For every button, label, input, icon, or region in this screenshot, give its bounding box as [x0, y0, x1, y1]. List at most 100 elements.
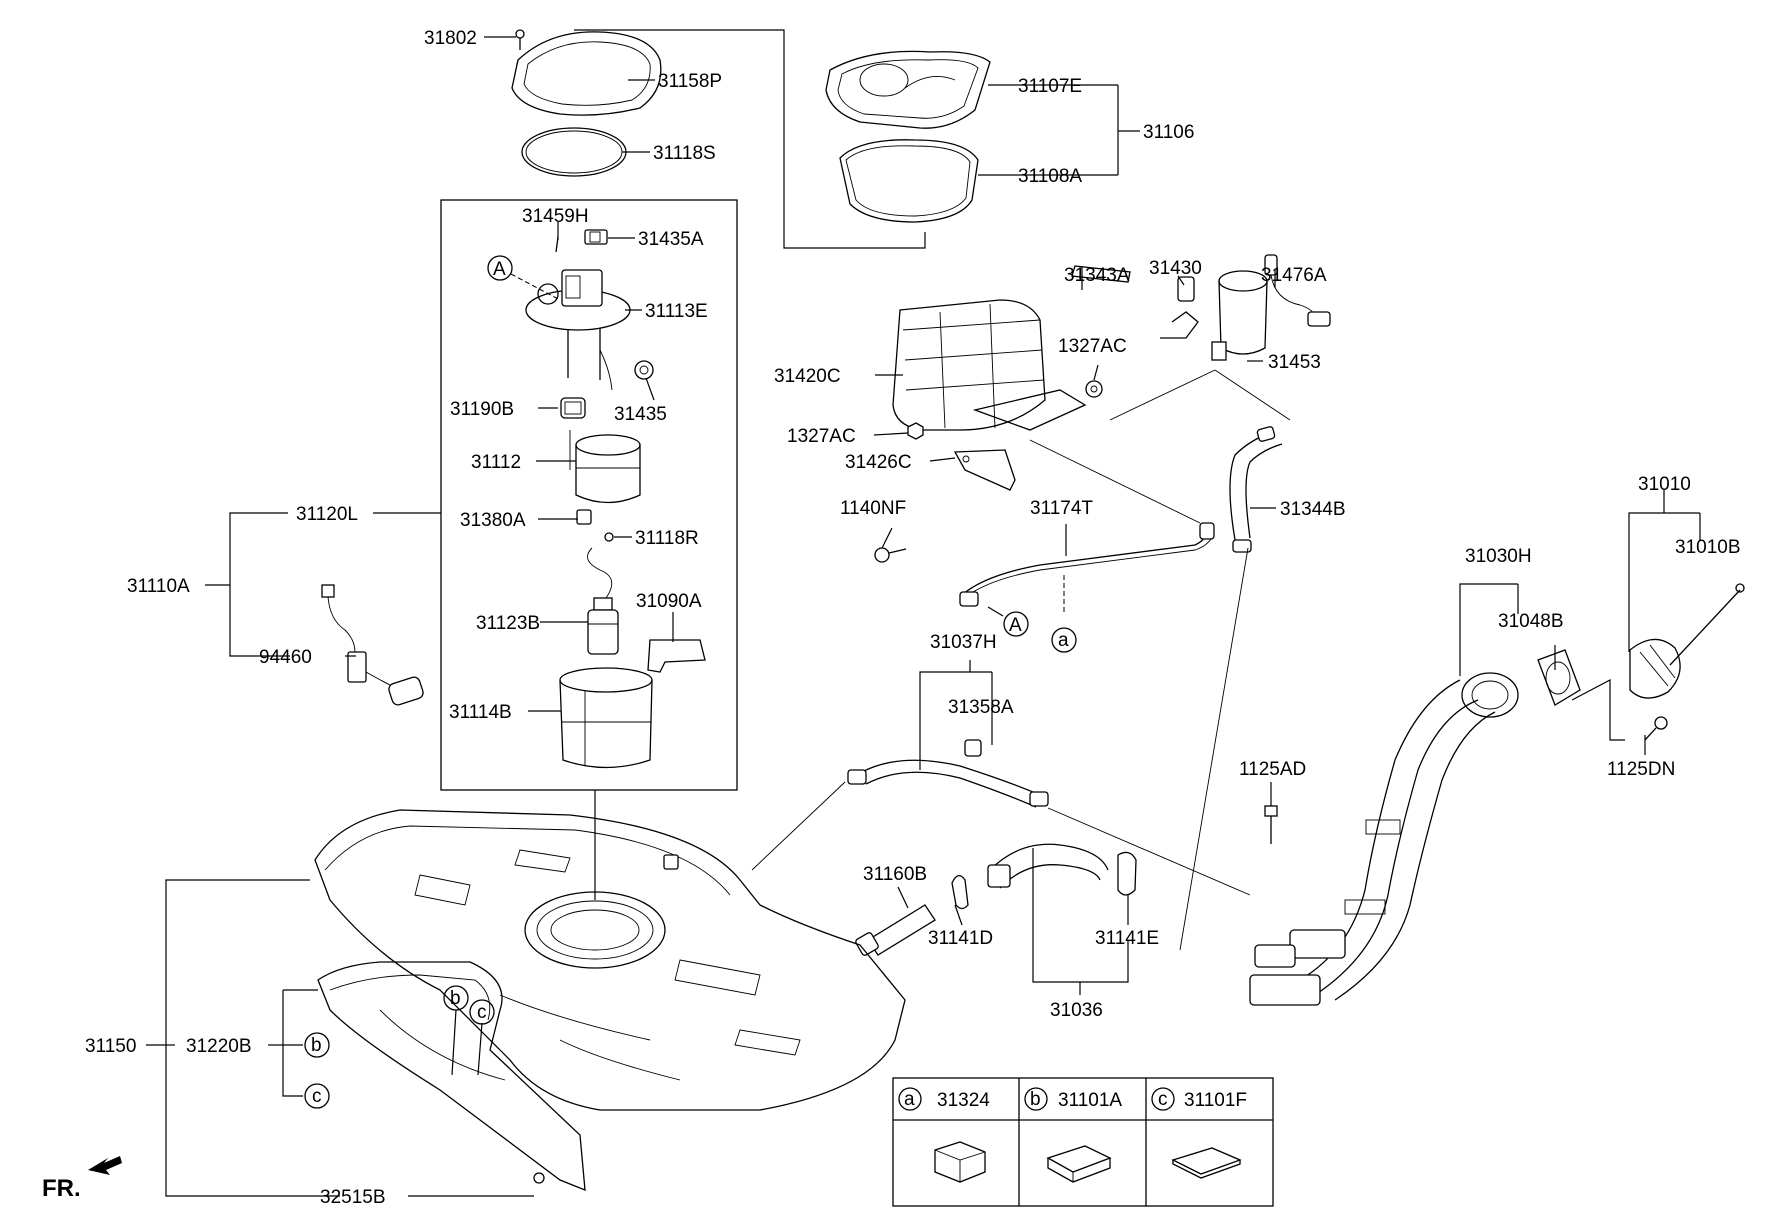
guide-line-hose-neck [1047, 807, 1251, 896]
part-hose-31160B [855, 904, 936, 956]
label-94460: 94460 [259, 647, 312, 668]
callout-c-side: c [312, 1086, 322, 1107]
part-hose-31036 [987, 843, 1109, 889]
part-valve-31430 [1160, 276, 1199, 339]
label-31010: 31010 [1638, 474, 1691, 495]
label-31030H: 31030H [1465, 546, 1532, 567]
label-31802: 31802 [424, 28, 477, 49]
part-fuel-tank-31150 [314, 809, 906, 1111]
part-sensor-31476A [1264, 254, 1331, 327]
part-sender-94460 [321, 584, 424, 706]
legend-pad-c-icon [1171, 1147, 1242, 1175]
guide-line-vent [1179, 547, 1249, 951]
part-bracket-31426C [953, 449, 1016, 491]
label-31090A: 31090A [636, 591, 702, 612]
part-oring-31118S [521, 127, 627, 177]
part-bolt-1125AD [1264, 805, 1278, 844]
label-31158P: 31158P [658, 71, 722, 92]
part-cover-31107E [825, 50, 991, 129]
part-bolt-32515B [533, 1172, 545, 1184]
part-hose-31037H [847, 759, 1049, 808]
legend-table: a 31324 b 31101A c 31101F [892, 1077, 1274, 1207]
front-arrow-icon [88, 1156, 122, 1175]
label-31453: 31453 [1268, 352, 1321, 373]
label-1327AC-left: 1327AC [787, 426, 856, 447]
label-31141D: 31141D [928, 928, 993, 949]
part-bolt-1140NF [874, 547, 907, 563]
label-31150: 31150 [85, 1036, 136, 1057]
part-hose-31343A [1071, 265, 1131, 283]
callout-b-side: b [311, 1035, 322, 1056]
legend-b-part: 31101A [1058, 1090, 1122, 1111]
part-clamp-31141D [951, 875, 969, 910]
part-washer-1327AC-top [1085, 380, 1103, 398]
label-31476A: 31476A [1261, 265, 1327, 286]
front-direction-marker: FR. [42, 1156, 122, 1202]
legend-c-part: 31101F [1184, 1090, 1247, 1111]
label-32515B: 32515B [320, 1187, 386, 1208]
part-cap-31010B [1629, 583, 1745, 699]
label-31420C: 31420C [774, 366, 841, 387]
part-shield-31220B [317, 961, 586, 1191]
legend-pad-b-icon [1046, 1145, 1112, 1173]
leader-lines [146, 36, 1701, 1197]
callout-c-shield: c [477, 1002, 487, 1023]
part-line-31174T [959, 522, 1215, 615]
part-screw-1125DN [1644, 716, 1668, 741]
label-31108A: 31108A [1018, 166, 1082, 187]
part-pump-module-components [525, 229, 706, 769]
label-31118S: 31118S [653, 143, 716, 164]
label-31190B: 31190B [450, 399, 514, 420]
guide-line-canister [1109, 369, 1291, 421]
label-1125AD: 1125AD [1239, 759, 1306, 780]
label-31435A: 31435A [638, 229, 704, 250]
legend-a-letter: a [904, 1089, 915, 1110]
part-number-labels: 31802 31158P 31118S 31107E 31106 31108A … [85, 28, 1741, 1208]
label-31174T: 31174T [1030, 498, 1093, 519]
part-plate-31158P [511, 31, 662, 116]
label-31010B: 31010B [1675, 537, 1741, 558]
part-nut-1327AC-left [907, 422, 924, 440]
pump-module-group-box [440, 199, 738, 791]
label-31048B: 31048B [1498, 611, 1564, 632]
label-31114B: 31114B [449, 702, 512, 723]
label-31160B: 31160B [863, 864, 927, 885]
callout-A-pump: A [493, 259, 506, 280]
label-31123B: 31123B [476, 613, 540, 634]
label-31106: 31106 [1143, 122, 1194, 143]
label-31036: 31036 [1050, 1000, 1103, 1021]
label-31220B: 31220B [186, 1036, 252, 1057]
front-label: FR. [42, 1175, 81, 1202]
part-clip-31358A [964, 739, 982, 757]
legend-a-part: 31324 [937, 1090, 990, 1111]
label-31344B: 31344B [1280, 499, 1346, 520]
legend-clip-icon [934, 1141, 986, 1183]
label-1327AC-top: 1327AC [1058, 336, 1127, 357]
label-31459H: 31459H [522, 206, 589, 227]
label-31430: 31430 [1149, 258, 1202, 279]
label-31037H: 31037H [930, 632, 997, 653]
legend-c-letter: c [1158, 1089, 1168, 1110]
label-31358A: 31358A [948, 697, 1014, 718]
callout-A-line: A [1009, 615, 1022, 636]
label-31110A: 31110A [127, 576, 190, 597]
label-31141E: 31141E [1095, 928, 1159, 949]
label-31118R: 31118R [635, 528, 699, 549]
label-31380A: 31380A [460, 510, 526, 531]
callout-a: a [1058, 630, 1069, 651]
label-31107E: 31107E [1018, 76, 1082, 97]
part-hose-31344B [1229, 426, 1283, 553]
part-clamp-31141E [1117, 851, 1137, 896]
label-31435: 31435 [614, 404, 667, 425]
guide-line-hose-tank [751, 781, 846, 871]
callout-markers: A A a b c b c [304, 255, 1077, 1109]
label-31426C: 31426C [845, 452, 912, 473]
part-gasket-31048B [1537, 649, 1581, 706]
part-bolt-31802 [515, 29, 525, 50]
label-1125DN: 1125DN [1607, 759, 1675, 780]
label-31343A: 31343A [1064, 265, 1130, 286]
link-plate-to-cover [574, 29, 926, 249]
label-1140NF: 1140NF [840, 498, 906, 519]
